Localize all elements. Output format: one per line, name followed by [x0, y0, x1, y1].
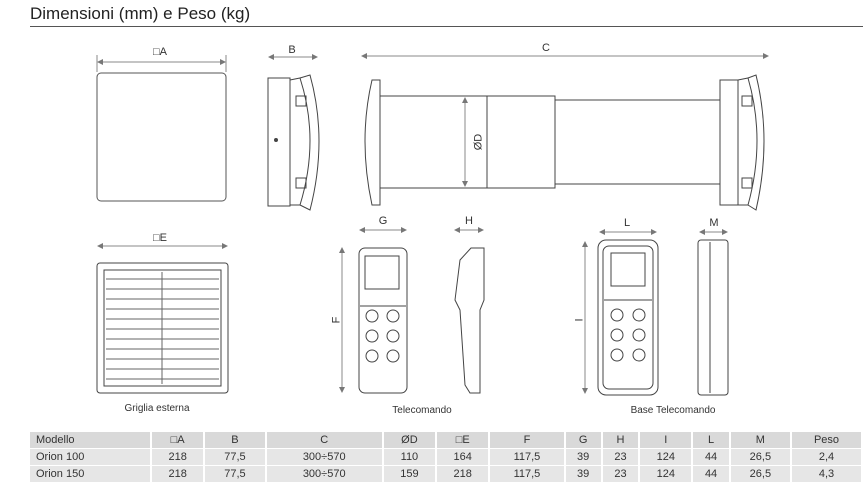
table-cell: 117,5: [490, 449, 566, 465]
table-cell: 77,5: [205, 466, 267, 482]
title-rule: [30, 26, 863, 27]
table-cell: 44: [693, 449, 731, 465]
dim-label-a: □A: [153, 46, 167, 58]
header-cell: G: [565, 432, 603, 448]
page-title: Dimensioni (mm) e Peso (kg): [30, 4, 251, 23]
header-cell: L: [693, 432, 731, 448]
dimension-drawings: [96, 53, 769, 396]
table-cell: 124: [640, 449, 694, 465]
table-cell: 23: [602, 449, 641, 465]
header-cell: Modello: [30, 432, 152, 448]
dim-label-i: I: [573, 318, 586, 322]
table-cell: 218: [152, 466, 206, 482]
header-cell: ØD: [383, 432, 438, 448]
dim-label-g: G: [378, 215, 388, 227]
table-cell: 117,5: [490, 466, 566, 482]
dim-label-h: H: [465, 215, 473, 227]
caption-remote: Telecomando: [392, 405, 452, 416]
dim-label-d: ØD: [472, 133, 485, 151]
header-cell: □A: [152, 432, 206, 448]
table-cell: 26,5: [730, 466, 793, 482]
table-cell: 218: [437, 466, 491, 482]
remote-drawing: [339, 227, 485, 394]
table-row: Orion 150 218 77,5 300÷570 159 218 117,5…: [30, 466, 863, 482]
header-cell: Peso: [792, 432, 863, 448]
table-cell: 218: [152, 449, 206, 465]
grill-drawing: [96, 243, 229, 394]
header-cell: H: [602, 432, 641, 448]
table-row: Orion 100 218 77,5 300÷570 110 164 117,5…: [30, 449, 863, 465]
table-cell: 26,5: [730, 449, 793, 465]
dimensions-table: Modello □A B C ØD □E F G H I L M Peso Or…: [30, 431, 863, 483]
header-cell: M: [730, 432, 793, 448]
table-cell: 4,3: [792, 466, 863, 482]
table-cell: 164: [437, 449, 491, 465]
side-view-drawing: [267, 54, 320, 211]
header-cell: I: [640, 432, 694, 448]
table-cell: 110: [383, 449, 438, 465]
table-cell: Orion 150: [30, 466, 152, 482]
header-cell: □E: [437, 432, 491, 448]
caption-base: Base Telecomando: [630, 405, 716, 416]
table-cell: 23: [602, 466, 641, 482]
table-cell: 77,5: [205, 449, 267, 465]
table-cell: 124: [640, 466, 694, 482]
table-cell: 39: [565, 449, 603, 465]
front-view-drawing: [96, 55, 227, 202]
dim-label-l: L: [623, 217, 631, 229]
header-cell: F: [490, 432, 566, 448]
table-header-row: Modello □A B C ØD □E F G H I L M Peso: [30, 432, 863, 448]
dim-label-c: C: [542, 42, 550, 54]
table-cell: 44: [693, 466, 731, 482]
dim-label-b: B: [288, 44, 296, 56]
table-cell: 300÷570: [266, 466, 384, 482]
dim-label-m: M: [709, 217, 719, 229]
base-drawing: [582, 229, 729, 396]
table-cell: 2,4: [792, 449, 863, 465]
table-cell: Orion 100: [30, 449, 152, 465]
dim-label-f: F: [330, 316, 343, 324]
header-cell: C: [266, 432, 384, 448]
long-view-drawing: [361, 53, 769, 211]
table-cell: 39: [565, 466, 603, 482]
caption-grill: Griglia esterna: [124, 403, 190, 414]
table-cell: 159: [383, 466, 438, 482]
header-cell: B: [205, 432, 267, 448]
dim-label-e: □E: [153, 232, 167, 244]
table-cell: 300÷570: [266, 449, 384, 465]
